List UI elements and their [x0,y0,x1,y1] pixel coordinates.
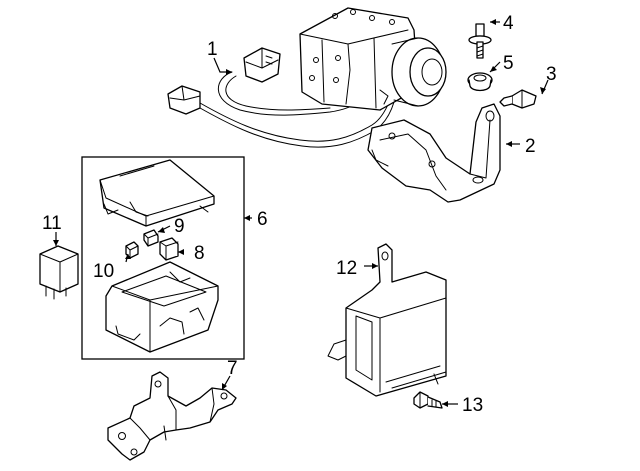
callout-4: 4 [503,13,514,34]
relay-part-8 [159,237,179,261]
callout-7: 7 [227,358,238,379]
bolt-part-13 [413,391,443,409]
relay-box-cover [99,159,215,227]
callout-9: 9 [174,216,185,237]
harness-connector-upper [243,47,281,83]
callout-8: 8 [194,243,205,264]
control-module-part-12 [327,243,447,397]
bolt-part-3 [499,89,537,109]
callout-13: 13 [462,395,483,416]
fuse-part-10 [125,241,139,259]
relay-part-11 [39,245,79,300]
callout-6: 6 [257,209,268,230]
stud-bolt-part-4 [468,23,492,59]
callout-10: 10 [93,261,114,282]
wiring-harness [167,47,395,148]
leader-arrowheads [53,19,546,407]
relay-box-base [105,261,219,353]
abs-bracket [367,103,501,203]
bracket-part-7 [107,371,237,461]
callout-11: 11 [42,213,62,234]
abs-modulator [299,7,447,111]
relay-box-group [81,156,245,360]
callout-12: 12 [336,258,357,279]
callout-2: 2 [525,136,536,157]
callout-3: 3 [546,64,557,85]
harness-connector-lower [167,85,201,115]
callout-labels: 1 2 3 4 5 6 7 8 9 10 11 12 13 [42,13,557,416]
callout-5: 5 [503,53,514,74]
grommet-part-5 [467,72,493,92]
callout-1: 1 [207,39,218,60]
relay-box-frame [81,156,245,360]
fuse-part-9 [143,229,159,247]
